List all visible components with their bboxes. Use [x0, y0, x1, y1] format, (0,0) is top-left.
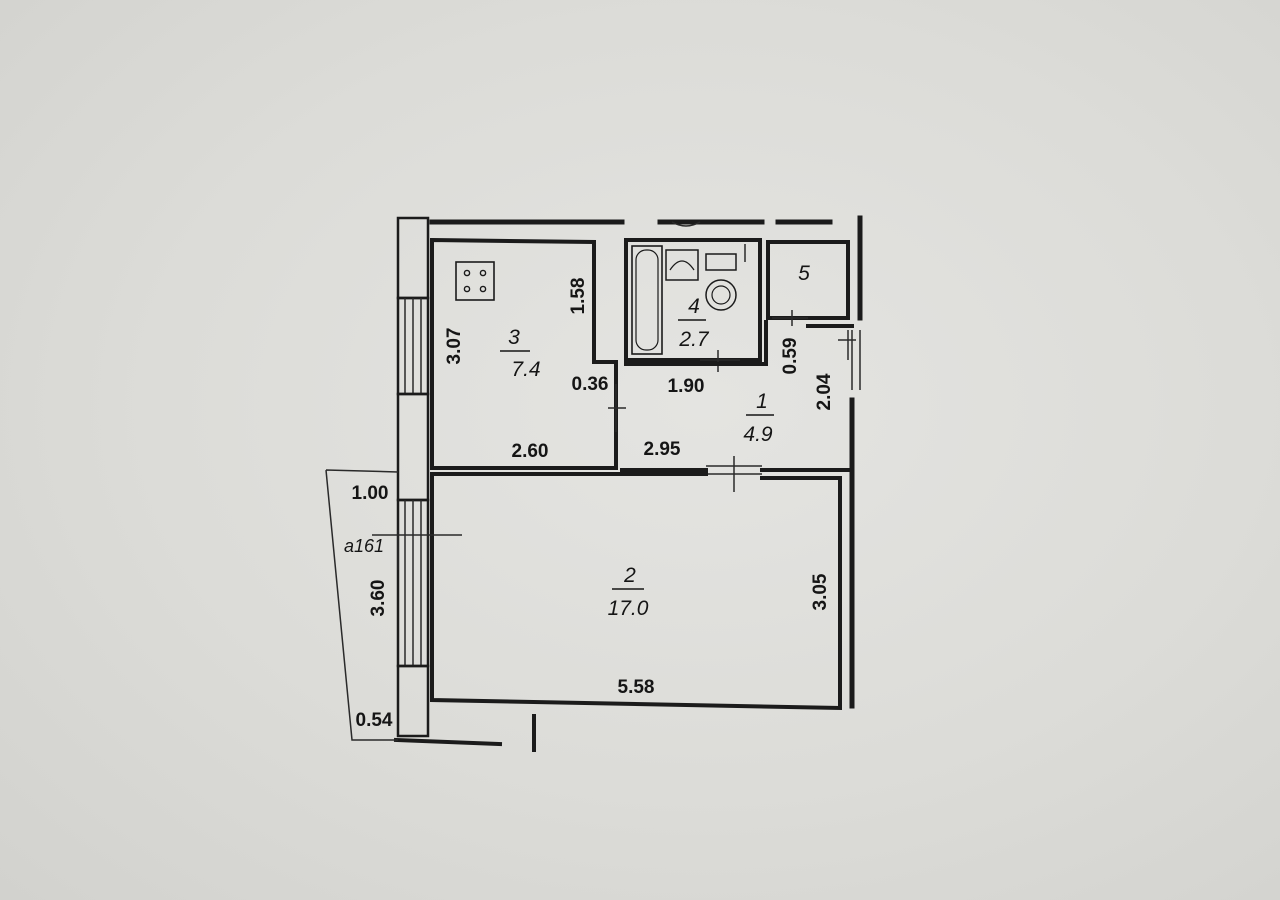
closet-door: [772, 310, 808, 326]
dim-hall-height: 2.04: [814, 373, 835, 410]
room-2-label: 2 17.0: [608, 564, 649, 620]
entry-door-mark: [838, 330, 856, 360]
balcony-outline: [325, 469, 399, 741]
window-door: [397, 530, 429, 570]
dim-hall-top: 1.90: [668, 376, 705, 397]
dim-hall-closet: 0.59: [780, 338, 801, 375]
sink-icon: [665, 249, 699, 281]
dim-living-width: 5.58: [618, 677, 655, 698]
room-3-area: 7.4: [511, 358, 540, 381]
living-window-panes: [404, 500, 422, 666]
room-3-label: 3 7.4: [500, 326, 541, 381]
wall-bottom-left: [393, 737, 503, 747]
dim-balcony-bottom: 0.54: [356, 710, 393, 731]
room-3-number: 3: [508, 326, 520, 349]
kitchen-walls: [430, 237, 618, 470]
dim-kitchen-height: 3.07: [444, 328, 465, 365]
room-4-label: 4 2.7: [678, 295, 710, 351]
bathroom-walls: [624, 238, 762, 362]
room-5-number: 5: [798, 262, 810, 285]
dim-partition: 0.36: [572, 374, 609, 395]
room-1-number: 1: [756, 390, 768, 413]
toilet-icon: [705, 253, 737, 311]
bathtub-inner: [635, 249, 659, 351]
room-4-area: 2.7: [678, 328, 710, 351]
dim-balcony-width: 1.00: [352, 483, 389, 504]
dim-hall-width: 2.95: [644, 439, 681, 460]
stove-icon: [455, 261, 495, 301]
room-2-area: 17.0: [608, 597, 649, 620]
living-room-door: [706, 456, 762, 492]
facade-pier-middle: [396, 392, 430, 502]
bathroom-door: [700, 350, 740, 372]
kitchen-window-panes: [404, 298, 422, 394]
room-1-label: 1 4.9: [743, 390, 774, 446]
room-4-number: 4: [688, 295, 700, 318]
vent-arc: [671, 221, 701, 227]
room-1-area: 4.9: [743, 423, 773, 446]
hall-walls: [620, 320, 854, 472]
dim-kitchen-width: 2.60: [512, 441, 549, 462]
window-note: a161: [344, 536, 384, 556]
entry-door: [851, 330, 861, 390]
living-room-walls: [430, 472, 842, 711]
dim-living-height: 3.05: [810, 573, 831, 610]
closet-walls: [766, 240, 850, 320]
facade-pier-top: [396, 216, 430, 300]
facade-pier-bottom: [396, 664, 430, 738]
room-2-number: 2: [623, 564, 636, 587]
bathtub-icon: [631, 245, 663, 355]
kitchen-door: [608, 384, 626, 432]
dim-kitchen-depth: 1.58: [568, 278, 589, 315]
dim-balcony-length: 3.60: [368, 580, 389, 617]
